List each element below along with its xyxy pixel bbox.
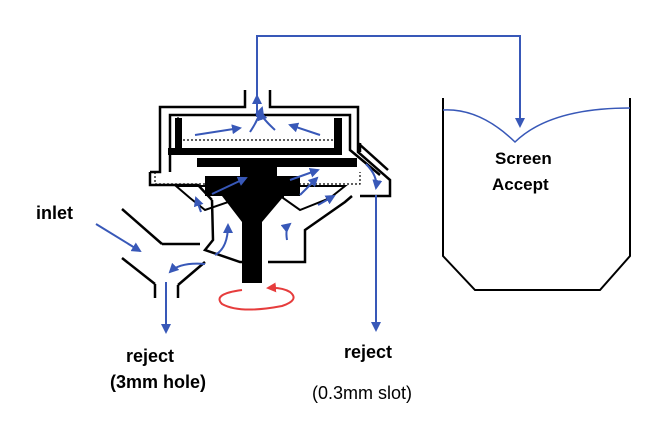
rotation-arrow	[218, 282, 295, 311]
reject-slot-size: (0.3mm slot)	[312, 383, 412, 403]
tank-label-screen: Screen	[495, 149, 552, 168]
tank-label-accept: Accept	[492, 175, 549, 194]
flow-arrows	[95, 35, 525, 334]
inlet-pipe	[121, 208, 206, 298]
slot-reject-outlet	[357, 142, 389, 171]
reject-hole-label: reject	[126, 346, 174, 366]
screen-housing	[148, 90, 392, 264]
rotor	[168, 118, 357, 283]
inlet-label: inlet	[36, 203, 73, 223]
reject-slot-label: reject	[344, 342, 392, 362]
screen-basket	[154, 117, 361, 185]
reject-hole-size: (3mm hole)	[110, 372, 206, 392]
accept-tank	[442, 98, 631, 291]
